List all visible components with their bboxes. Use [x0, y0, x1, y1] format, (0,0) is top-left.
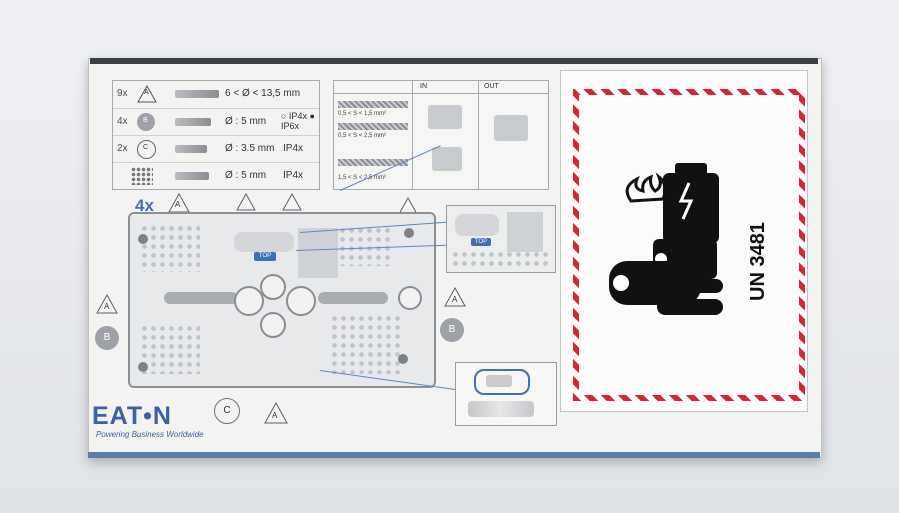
spec-badge: C: [143, 144, 149, 151]
wire-icon: [338, 123, 408, 130]
triangle-a-label: A: [272, 411, 278, 420]
top-marker: TOP: [254, 252, 276, 261]
triangle-a-icon: [444, 287, 466, 307]
anchor-icon: [175, 90, 219, 98]
spec-ip: IP4x: [283, 170, 304, 181]
col-in: IN: [420, 83, 427, 90]
level-icon: [486, 375, 512, 387]
divider: [334, 93, 548, 94]
triangle-a-icon: [282, 193, 302, 211]
cable-entry: [234, 286, 264, 316]
triangle-a-label: A: [452, 295, 458, 304]
knockout-grid: [140, 324, 200, 374]
divider: [478, 81, 479, 189]
box-bottom-stripe: [88, 452, 820, 458]
screw-hole: [404, 228, 414, 238]
terminal-in-icon: [428, 105, 462, 129]
spec-ip: IP4x: [283, 143, 304, 154]
spec-badge: A: [144, 89, 149, 96]
spec-qty: 9x: [117, 88, 128, 99]
spec-qty: 2x: [117, 143, 128, 154]
wire-icon: [338, 101, 408, 108]
terminal-detail-panel: TOP: [446, 205, 556, 273]
spec-dim: Ø : 5 mm: [225, 170, 267, 181]
circle-c-icon: [137, 140, 156, 159]
eaton-logo: EAT•N: [92, 402, 172, 430]
mounting-rail: [164, 292, 238, 304]
terminal-block: [455, 214, 499, 236]
triangle-a-icon: [264, 402, 288, 424]
spec-dim: Ø : 3.5 mm: [225, 143, 275, 154]
terminal-in-icon: [432, 147, 462, 171]
circle-b-badge: B: [440, 318, 464, 342]
level-icon: [468, 401, 534, 417]
screw-icon: [175, 118, 211, 126]
spec-row: 9x A 6 < Ø < 13,5 mm: [113, 81, 319, 108]
wire-icon: [338, 159, 408, 166]
spec-row: 4x B Ø : 5 mm ○ IP4x ● IP6x: [113, 108, 319, 136]
spec-dim: Ø : 5 mm: [225, 116, 267, 127]
triangle-a-label: A: [104, 302, 110, 311]
un-number: UN 3481: [747, 222, 769, 301]
box-top-edge: [90, 58, 818, 64]
cable-entry: [286, 286, 316, 316]
lithium-battery-fire-icon: [609, 163, 723, 315]
cable-entry: [260, 312, 286, 338]
wiring-instructions-panel: IN OUT 0,5 < S < 1,5 mm² 0,5 < S < 2,5 m…: [333, 80, 549, 190]
spec-dim: 6 < Ø < 13,5 mm: [225, 88, 301, 99]
circle-c-badge: C: [214, 398, 240, 424]
wire-caption: 0,5 < S < 1,5 mm²: [338, 111, 387, 117]
cable-entry: [398, 286, 422, 310]
triangle-a-icon: [137, 84, 157, 103]
spec-row: Ø : 5 mm IP4x: [113, 162, 319, 190]
cable-entry: [260, 274, 286, 300]
spec-qty: 4x: [117, 116, 128, 127]
screw-icon: [175, 145, 207, 153]
terminal-block: [507, 212, 543, 252]
circle-b-icon: [137, 113, 155, 131]
screw-hole: [138, 362, 148, 372]
hazard-label: UN 3481: [560, 70, 808, 412]
spec-badge: B: [143, 117, 148, 124]
rotate-arrows-icon: [474, 369, 530, 395]
screw-hole: [398, 354, 408, 364]
knockout-grid: [140, 224, 200, 272]
mounting-rail: [318, 292, 388, 304]
terminal-block: [234, 232, 294, 252]
knockout-grid: [330, 314, 400, 374]
col-out: OUT: [484, 83, 499, 90]
circle-b-badge: B: [95, 326, 119, 350]
wire-caption: 0,5 < S < 2,5 mm²: [338, 133, 387, 139]
triangle-a-icon: [236, 193, 256, 211]
enclosure-diagram: TOP: [128, 212, 436, 388]
spec-table: 9x A 6 < Ø < 13,5 mm 4x B Ø : 5 mm ○ IP4…: [112, 80, 320, 190]
grid-plug-icon: [131, 167, 153, 185]
wire-caption: 1,5 < S < 2,5 mm²: [338, 175, 387, 181]
screw-icon: [175, 172, 209, 180]
quantity-label: 4x: [135, 196, 154, 215]
terminal-out-icon: [494, 115, 528, 141]
triangle-a-label: A: [175, 200, 181, 209]
spec-row: 2x C Ø : 3.5 mm IP4x: [113, 135, 319, 163]
spec-ip: ○ IP4x ● IP6x: [281, 111, 315, 131]
screw-hole: [138, 234, 148, 244]
level-detail-panel: [455, 362, 557, 426]
knockout-grid: [451, 250, 551, 270]
top-marker: TOP: [471, 238, 491, 246]
triangle-a-icon: [96, 294, 118, 314]
terminal-block: [298, 228, 338, 278]
brand-tagline: Powering Business Worldwide: [96, 430, 204, 439]
divider: [412, 81, 413, 189]
